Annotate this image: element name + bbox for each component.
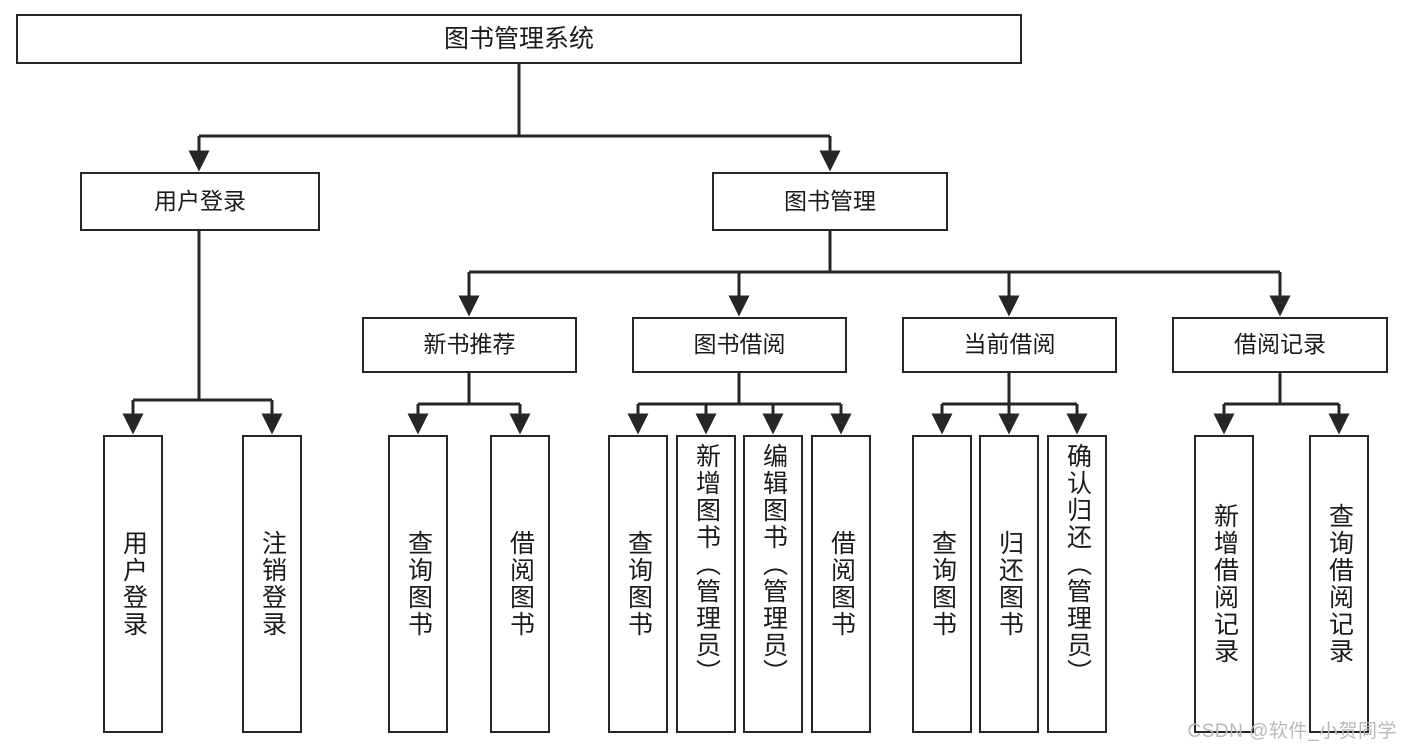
node-label: 查询借阅记录 — [1325, 503, 1354, 665]
node-label: 用户登录 — [154, 187, 246, 214]
node-leaf-user-login[interactable]: 用户登录 — [103, 435, 163, 733]
node-label: 查询图书 — [928, 530, 957, 638]
node-label: 查询图书 — [624, 530, 653, 638]
node-current-borrow[interactable]: 当前借阅 — [902, 317, 1117, 373]
node-label: 借阅图书 — [827, 530, 856, 638]
node-label: 注销登录 — [258, 530, 287, 638]
node-label: 图书管理 — [784, 187, 876, 214]
node-label: 归还图书 — [995, 530, 1024, 638]
node-leaf-confirm-return-admin[interactable]: 确认归还（管理员） — [1047, 435, 1107, 733]
node-label: 查询图书 — [404, 530, 433, 638]
node-label: 借阅记录 — [1234, 331, 1326, 358]
node-leaf-query-borrow-record[interactable]: 查询借阅记录 — [1309, 435, 1369, 733]
node-label: 新增图书（管理员） — [692, 443, 721, 686]
node-leaf-add-borrow-record[interactable]: 新增借阅记录 — [1194, 435, 1254, 733]
node-label: 用户登录 — [119, 530, 148, 638]
node-label: 新书推荐 — [423, 331, 516, 358]
node-leaf-query-book-borrow[interactable]: 查询图书 — [608, 435, 668, 733]
node-label: 新增借阅记录 — [1210, 503, 1239, 665]
node-book-borrow[interactable]: 图书借阅 — [632, 317, 847, 373]
node-label: 图书借阅 — [693, 331, 786, 358]
node-leaf-return-book[interactable]: 归还图书 — [979, 435, 1039, 733]
node-user-login[interactable]: 用户登录 — [80, 172, 320, 231]
node-book-management[interactable]: 图书管理 — [712, 172, 948, 231]
node-label: 图书管理系统 — [443, 25, 594, 53]
csdn-watermark: CSDN @软件_小贺同学 — [1187, 721, 1397, 742]
node-leaf-logout[interactable]: 注销登录 — [242, 435, 302, 733]
node-label: 确认归还（管理员） — [1063, 443, 1092, 686]
node-label: 编辑图书（管理员） — [759, 443, 788, 686]
node-leaf-query-book-recommend[interactable]: 查询图书 — [388, 435, 448, 733]
node-root-book-management-system[interactable]: 图书管理系统 — [16, 14, 1022, 64]
node-leaf-borrow-book[interactable]: 借阅图书 — [811, 435, 871, 733]
node-leaf-query-book-current[interactable]: 查询图书 — [912, 435, 972, 733]
node-leaf-edit-book-admin[interactable]: 编辑图书（管理员） — [743, 435, 803, 733]
node-leaf-add-book-admin[interactable]: 新增图书（管理员） — [676, 435, 736, 733]
node-borrow-record[interactable]: 借阅记录 — [1172, 317, 1388, 373]
node-leaf-borrow-book-recommend[interactable]: 借阅图书 — [490, 435, 550, 733]
node-label: 借阅图书 — [506, 530, 535, 638]
node-new-book-recommendation[interactable]: 新书推荐 — [362, 317, 577, 373]
node-label: 当前借阅 — [963, 331, 1056, 358]
